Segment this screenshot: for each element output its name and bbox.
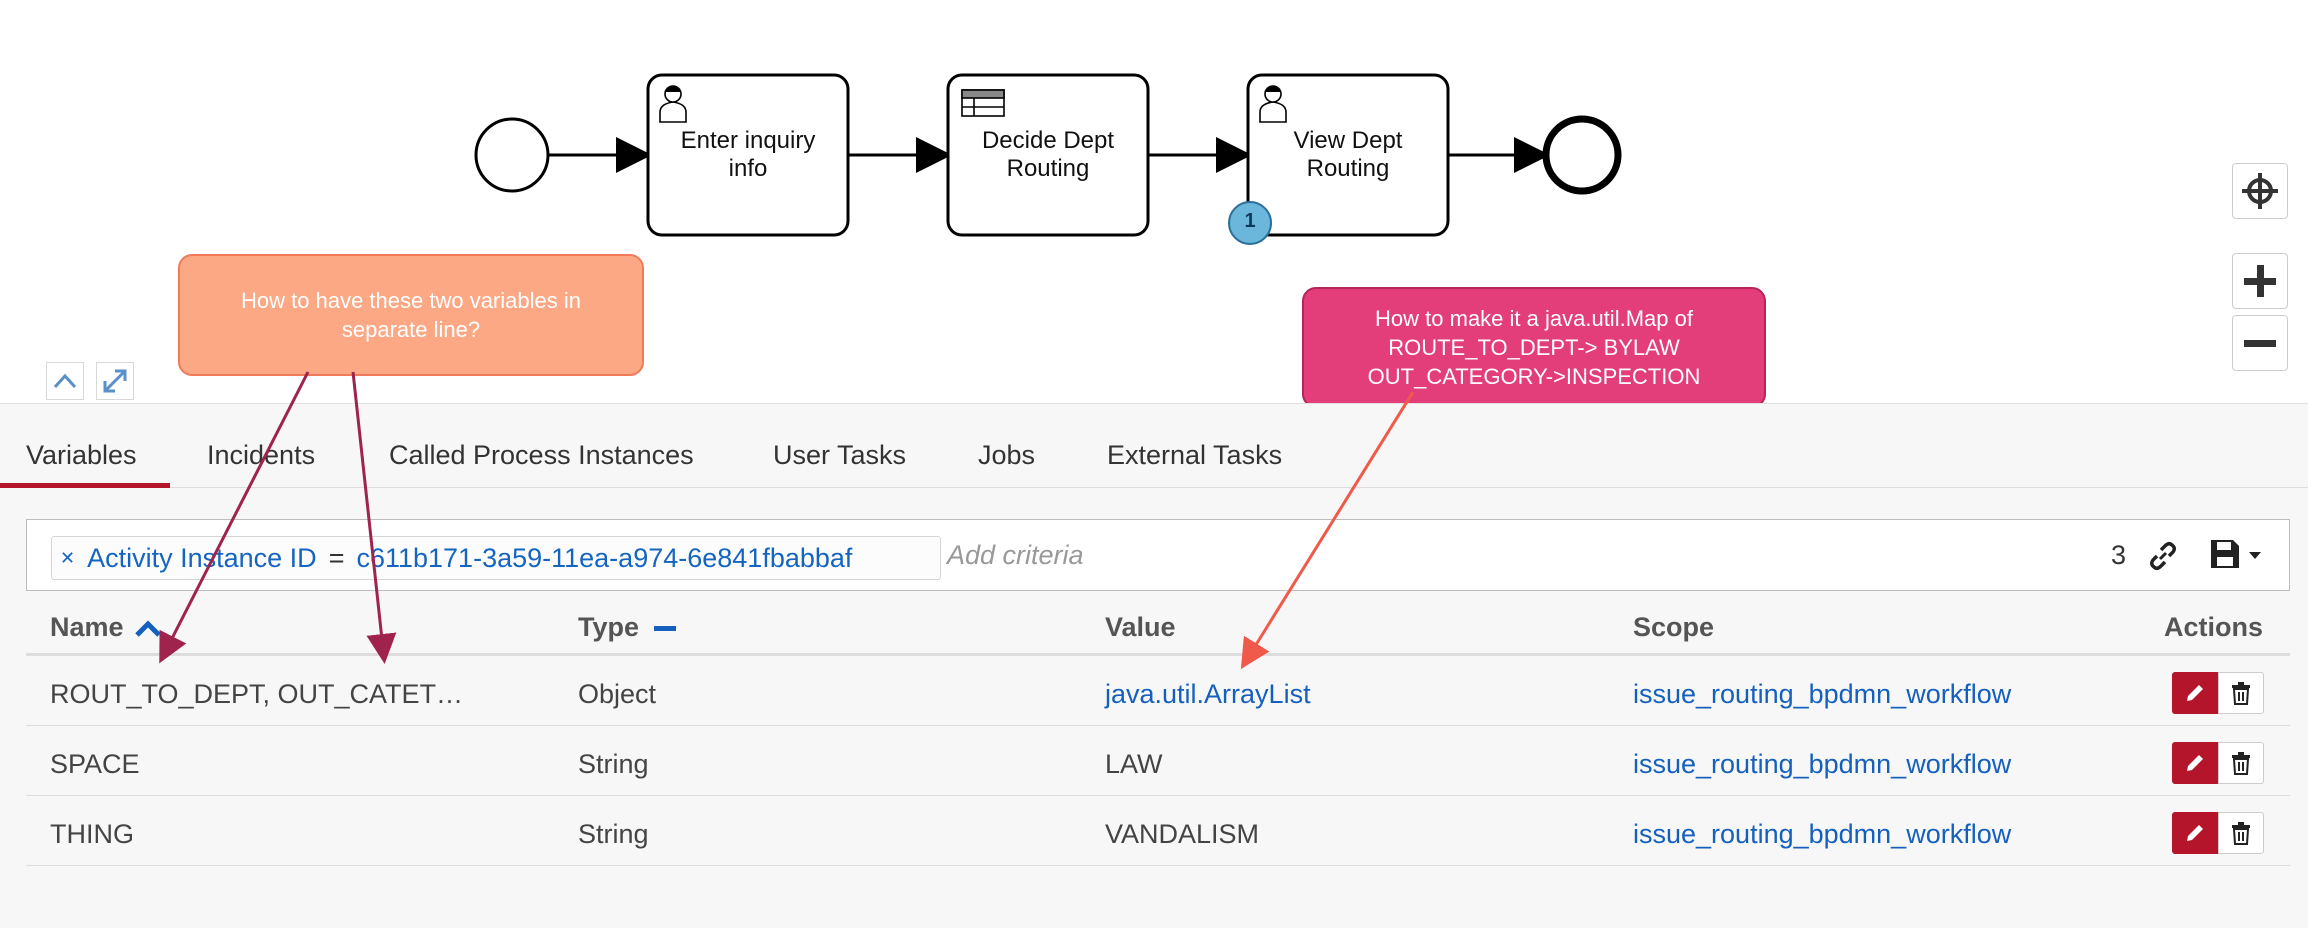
zoom-in-button[interactable] (2232, 253, 2288, 309)
annotation-pink-line: ROUTE_TO_DEPT-> BYLAW (1388, 335, 1680, 360)
cell-type: String (578, 819, 649, 849)
header-type-label[interactable]: Type (578, 612, 640, 642)
maximize-button[interactable] (96, 362, 134, 400)
minus-icon (2244, 340, 2276, 347)
header-value: Value (1105, 612, 1176, 642)
cell-scope-link[interactable]: issue_routing_bpdmn_workflow (1633, 749, 2012, 779)
crosshair-icon (2242, 173, 2278, 209)
user-task-icon (1259, 85, 1287, 123)
table-header: Name Type Value Scope Actions (26, 594, 2290, 656)
tab-jobs[interactable]: Jobs (978, 440, 1036, 470)
tab-external-tasks[interactable]: External Tasks (1107, 440, 1283, 470)
pencil-icon (2187, 685, 2203, 701)
active-tab-indicator (0, 483, 170, 488)
detail-panel: Variables Incidents Called Process Insta… (0, 403, 2308, 928)
annotation-pink-line: OUT_CATEGORY->INSPECTION (1367, 364, 1701, 389)
zoom-out-button[interactable] (2232, 315, 2288, 371)
delete-button[interactable] (2218, 742, 2264, 784)
cell-type: String (578, 749, 649, 779)
collapse-button[interactable] (46, 362, 84, 400)
variables-table: Name Type Value Scope Actions ROUT_TO_DE… (26, 594, 2290, 866)
task-label-view-dept: View Dept Routing (1293, 127, 1403, 182)
plus-icon (2244, 265, 2276, 297)
search-bar[interactable]: ✕ Activity Instance ID = c611b171-3a59-1… (26, 519, 2290, 591)
task-label-decide-dept: Decide Dept Routing (981, 127, 1115, 182)
task-view-dept[interactable] (1246, 73, 1450, 237)
trash-icon (2232, 752, 2250, 775)
tab-user-tasks[interactable]: User Tasks (773, 440, 907, 470)
table-row: ROUT_TO_DEPT, OUT_CATET… Object java.uti… (26, 656, 2290, 726)
criterion-value[interactable]: c611b171-3a59-11ea-a974-6e841fbabbaf (356, 542, 853, 573)
annotation-orange-text: How to have these two variables in separ… (241, 288, 581, 342)
user-task-icon (659, 85, 687, 123)
task-enter-inquiry[interactable] (646, 73, 850, 237)
header-scope: Scope (1633, 612, 1715, 642)
trash-icon (2232, 682, 2250, 705)
annotation-orange: How to have these two variables in separ… (178, 254, 644, 376)
cell-name: THING (50, 819, 134, 849)
cell-value-link[interactable]: java.util.ArrayList (1105, 679, 1311, 709)
edit-button[interactable] (2172, 672, 2218, 714)
save-icon[interactable] (2209, 538, 2265, 572)
delete-button[interactable] (2218, 672, 2264, 714)
instance-count-badge[interactable] (1228, 201, 1272, 245)
header-actions: Actions (2164, 612, 2264, 642)
cell-value: VANDALISM (1105, 819, 1260, 849)
header-name-label[interactable]: Name (50, 612, 124, 642)
table-row: SPACE String LAW issue_routing_bpdmn_wor… (26, 726, 2290, 796)
annotation-pink-text: How to make it a java.util.Map of ROUTE_… (1368, 304, 1701, 391)
tab-incidents[interactable]: Incidents (207, 440, 316, 470)
search-criterion-chip[interactable]: ✕ Activity Instance ID = c611b171-3a59-1… (51, 536, 941, 580)
bpmn-diagram: Enter inquiry info Decide Dept Routing V… (0, 0, 2308, 400)
pencil-icon (2187, 755, 2203, 771)
header-type[interactable]: Type (578, 612, 677, 643)
header-name[interactable]: Name (50, 612, 161, 643)
pencil-icon (2187, 825, 2203, 841)
reset-zoom-button[interactable] (2232, 163, 2288, 219)
end-event[interactable] (1542, 115, 1622, 195)
annotation-pink: How to make it a java.util.Map of ROUTE_… (1302, 287, 1766, 408)
cell-type: Object (578, 679, 657, 709)
delete-button[interactable] (2218, 812, 2264, 854)
cell-scope-link[interactable]: issue_routing_bpdmn_workflow (1633, 679, 2012, 709)
badge-count: 1 (1244, 210, 1256, 232)
remove-criterion-icon[interactable]: ✕ (60, 547, 76, 568)
sort-ascending-icon[interactable] (135, 620, 161, 638)
add-criteria-input[interactable]: Add criteria (947, 540, 1084, 570)
edit-button[interactable] (2172, 812, 2218, 854)
tab-called-process-instances[interactable]: Called Process Instances (389, 440, 694, 470)
tab-bar: Variables Incidents Called Process Insta… (0, 404, 2308, 488)
task-label-enter-inquiry: Enter inquiry info (680, 127, 816, 182)
cell-name: ROUT_TO_DEPT, OUT_CATET… (50, 679, 464, 709)
cell-value: LAW (1105, 749, 1163, 779)
link-icon[interactable] (2147, 540, 2179, 572)
start-event[interactable] (474, 117, 550, 193)
business-rule-icon (961, 89, 1005, 117)
result-count: 3 (2111, 540, 2127, 570)
unsorted-icon[interactable] (653, 620, 677, 638)
criterion-key[interactable]: Activity Instance ID (87, 542, 317, 573)
annotation-pink-line: How to make it a java.util.Map of (1375, 306, 1693, 331)
chevron-up-icon (53, 373, 77, 389)
cell-name: SPACE (50, 749, 140, 779)
cell-scope-link[interactable]: issue_routing_bpdmn_workflow (1633, 819, 2012, 849)
criterion-operator[interactable]: = (328, 542, 345, 573)
expand-icon (103, 369, 127, 393)
tab-variables[interactable]: Variables (26, 440, 137, 470)
trash-icon (2232, 822, 2250, 845)
edit-button[interactable] (2172, 742, 2218, 784)
bpmn-canvas (474, 73, 1622, 245)
table-row: THING String VANDALISM issue_routing_bpd… (26, 796, 2290, 866)
